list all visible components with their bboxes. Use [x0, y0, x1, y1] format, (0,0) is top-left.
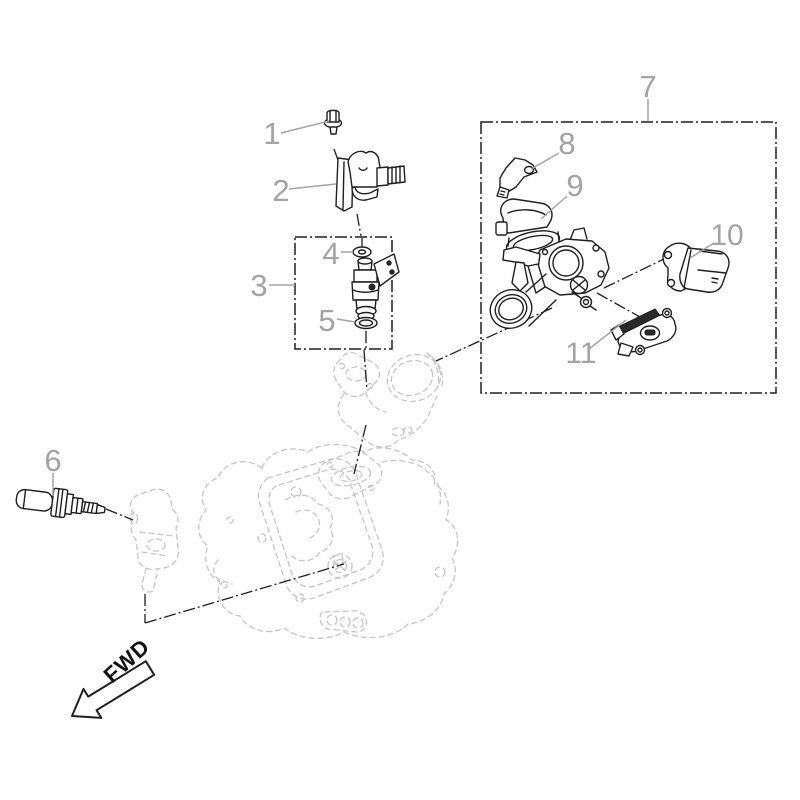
- part-throttle-body: [489, 227, 610, 329]
- callout-5[interactable]: 5: [318, 303, 335, 338]
- assembly-box-injector: [294, 236, 393, 350]
- leader-8: [530, 152, 560, 170]
- leader-9: [540, 195, 568, 220]
- assembly-box-throttle-body: [480, 121, 777, 394]
- axis-throttle-to-manifold: [435, 307, 553, 362]
- callout-6[interactable]: 6: [44, 443, 61, 478]
- axis-joint-to-box: [356, 213, 362, 237]
- leader-10: [689, 242, 715, 259]
- axis-box-to-manifold: [363, 349, 368, 391]
- callout-2[interactable]: 2: [272, 173, 289, 208]
- leader-2: [288, 183, 337, 190]
- axis-throttle-to-part11: [596, 292, 641, 318]
- fwd-arrow: [71, 660, 156, 719]
- callout-3[interactable]: 3: [250, 268, 267, 303]
- engine-cylinder-head-ghost: [198, 443, 459, 640]
- part-4-seal: [352, 246, 372, 258]
- part-1-bolt: [323, 109, 343, 135]
- axis-manifold-to-head: [353, 424, 367, 475]
- sensor-boss-ghost: [129, 488, 180, 593]
- fwd-indicator: FWD: [71, 634, 156, 719]
- callout-1[interactable]: 1: [263, 116, 280, 151]
- leader-11: [588, 319, 627, 350]
- part-2-fuel-hose-joint: [335, 150, 406, 212]
- callout-4[interactable]: 4: [322, 236, 339, 271]
- callout-10[interactable]: 10: [710, 219, 743, 252]
- part-8-bracket: [496, 157, 538, 199]
- callout-11[interactable]: 11: [565, 337, 596, 370]
- callout-7[interactable]: 7: [639, 69, 656, 104]
- part-11-tps-sensor: [610, 307, 677, 357]
- callout-leader-lines: [52, 99, 715, 496]
- leader-1: [280, 120, 330, 134]
- axis-to-head-port: [144, 563, 345, 624]
- callout-9[interactable]: 9: [566, 168, 583, 203]
- leader-5: [336, 318, 356, 323]
- part-6-temp-sensor: [15, 487, 106, 519]
- axis-throttle-to-part10: [603, 256, 669, 289]
- intake-manifold-ghost: [333, 351, 444, 448]
- part-5-oring: [354, 316, 378, 330]
- callout-8[interactable]: 8: [558, 126, 575, 161]
- assembly-axis-lines: [105, 148, 669, 624]
- part-10-sensor-cap: [662, 242, 730, 293]
- axis-sensor6-to-boss: [105, 508, 134, 521]
- part-injector: [351, 253, 400, 321]
